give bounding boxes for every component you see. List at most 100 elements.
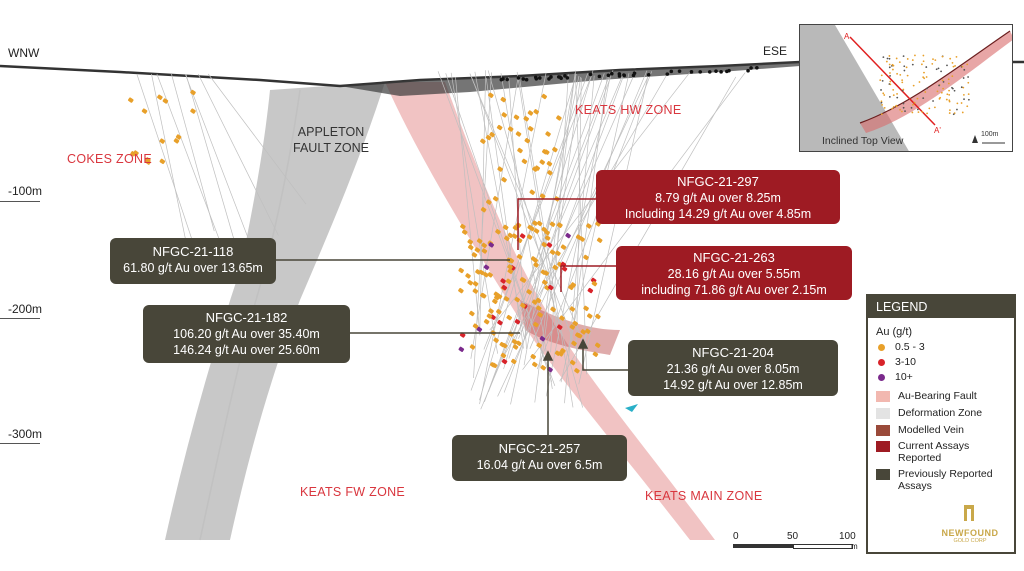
legend-deformation-label: Deformation Zone xyxy=(898,407,983,419)
scale-unit: m xyxy=(851,542,858,551)
inset-collar xyxy=(903,65,906,68)
assay-interval xyxy=(497,166,503,172)
assay-interval xyxy=(516,254,523,260)
inset-collar xyxy=(910,106,913,109)
drill-collar xyxy=(516,76,521,80)
inset-collar xyxy=(956,102,959,105)
drill-trace xyxy=(489,70,692,331)
scale-bar: 0 50 100 m xyxy=(733,531,858,551)
inset-collar xyxy=(895,57,898,60)
legend-grade-high-label: 10+ xyxy=(895,371,913,383)
direction-ese: ESE xyxy=(763,44,788,58)
assay-interval xyxy=(157,94,163,100)
assay-interval xyxy=(517,147,523,154)
inset-scale-label: 100m xyxy=(981,131,999,138)
assay-interval xyxy=(504,235,510,242)
callout-nfgc-21-297: NFGC-21-297 8.79 g/t Au over 8.25m Inclu… xyxy=(596,170,840,224)
current-leaders xyxy=(517,198,616,292)
drill-trace xyxy=(185,73,239,255)
inset-collar xyxy=(899,74,902,76)
inset-collar xyxy=(879,79,882,82)
drill-collar xyxy=(565,76,570,80)
drill-trace xyxy=(450,72,498,354)
inset-collar xyxy=(947,78,950,81)
assay-interval xyxy=(532,361,538,368)
drill-collar xyxy=(563,74,567,78)
drill-trace xyxy=(483,74,593,350)
legend-grade-high: 10+ xyxy=(876,371,1014,383)
inset-collar xyxy=(948,89,950,92)
assay-interval xyxy=(472,288,479,294)
callout-nfgc-21-182: NFGC-21-182 106.20 g/t Au over 35.40m 14… xyxy=(143,305,350,363)
assay-interval xyxy=(591,280,598,287)
inset-collar xyxy=(903,69,906,72)
assay-interval xyxy=(541,279,548,286)
logo-mark-icon xyxy=(964,505,974,521)
drill-trace xyxy=(470,77,519,359)
callout-182-title: NFGC-21-182 xyxy=(205,310,288,325)
drill-trace xyxy=(479,70,487,332)
assay-interval xyxy=(569,306,576,312)
inset-collar xyxy=(923,77,926,80)
inset-collar xyxy=(913,101,916,104)
assay-interval xyxy=(471,252,478,258)
assay-interval xyxy=(555,250,561,256)
assay-interval xyxy=(561,266,568,272)
inset-collar xyxy=(914,54,916,57)
assay-interval xyxy=(539,336,546,342)
assay-interval xyxy=(552,264,559,271)
assay-interval xyxy=(532,257,539,263)
inset-map: A A' xyxy=(800,25,1012,151)
assay-interval xyxy=(541,226,547,233)
appleton-line1: APPLETON xyxy=(297,125,365,139)
assay-interval xyxy=(574,368,580,374)
drill-collar xyxy=(632,71,637,75)
drill-collar xyxy=(617,74,622,78)
assay-interval xyxy=(537,312,543,318)
assay-interval xyxy=(584,328,591,334)
depth-tick-300 xyxy=(0,443,40,444)
assay-interval xyxy=(472,323,479,329)
inset-collar xyxy=(967,93,970,95)
assay-interval xyxy=(502,224,509,231)
assay-interval xyxy=(539,193,546,199)
assay-interval xyxy=(565,232,571,239)
inset-collar xyxy=(912,84,915,87)
assay-interval xyxy=(592,351,599,357)
assay-interval xyxy=(533,262,539,268)
assay-interval xyxy=(536,220,543,227)
assay-interval xyxy=(583,254,589,261)
inset-collar xyxy=(898,61,901,64)
depth-label-300: -300m xyxy=(8,427,43,441)
legend-deformation: Deformation Zone xyxy=(876,407,1014,419)
topography-band xyxy=(340,62,800,96)
drill-collar xyxy=(521,77,526,81)
inset-collar xyxy=(922,54,925,57)
inset-collar xyxy=(962,86,965,89)
assay-interval xyxy=(483,272,489,278)
inset-collar xyxy=(880,100,883,103)
drill-collar xyxy=(588,72,593,77)
inset-collar xyxy=(901,110,903,113)
callout-257-title: NFGC-21-257 xyxy=(498,441,581,456)
callout-182-line1: 106.20 g/t Au over 35.40m xyxy=(173,327,320,341)
drill-traces xyxy=(136,70,746,410)
inset-collar xyxy=(920,63,923,66)
assay-interval xyxy=(556,324,563,330)
inset-collar xyxy=(962,77,965,79)
assay-interval xyxy=(480,292,486,299)
assay-interval xyxy=(501,112,508,118)
assay-interval xyxy=(492,298,498,305)
assay-interval xyxy=(488,92,494,98)
inset-collar xyxy=(960,102,963,104)
assay-interval xyxy=(458,267,464,274)
inset-collar xyxy=(899,108,901,111)
inset-collar xyxy=(940,91,943,94)
legend-grade-mid-label: 3-10 xyxy=(895,356,917,368)
assay-interval xyxy=(523,116,530,122)
inset-collar xyxy=(880,74,883,77)
assay-interval xyxy=(483,319,490,325)
drill-trace xyxy=(510,75,580,405)
assay-interval xyxy=(507,264,513,270)
